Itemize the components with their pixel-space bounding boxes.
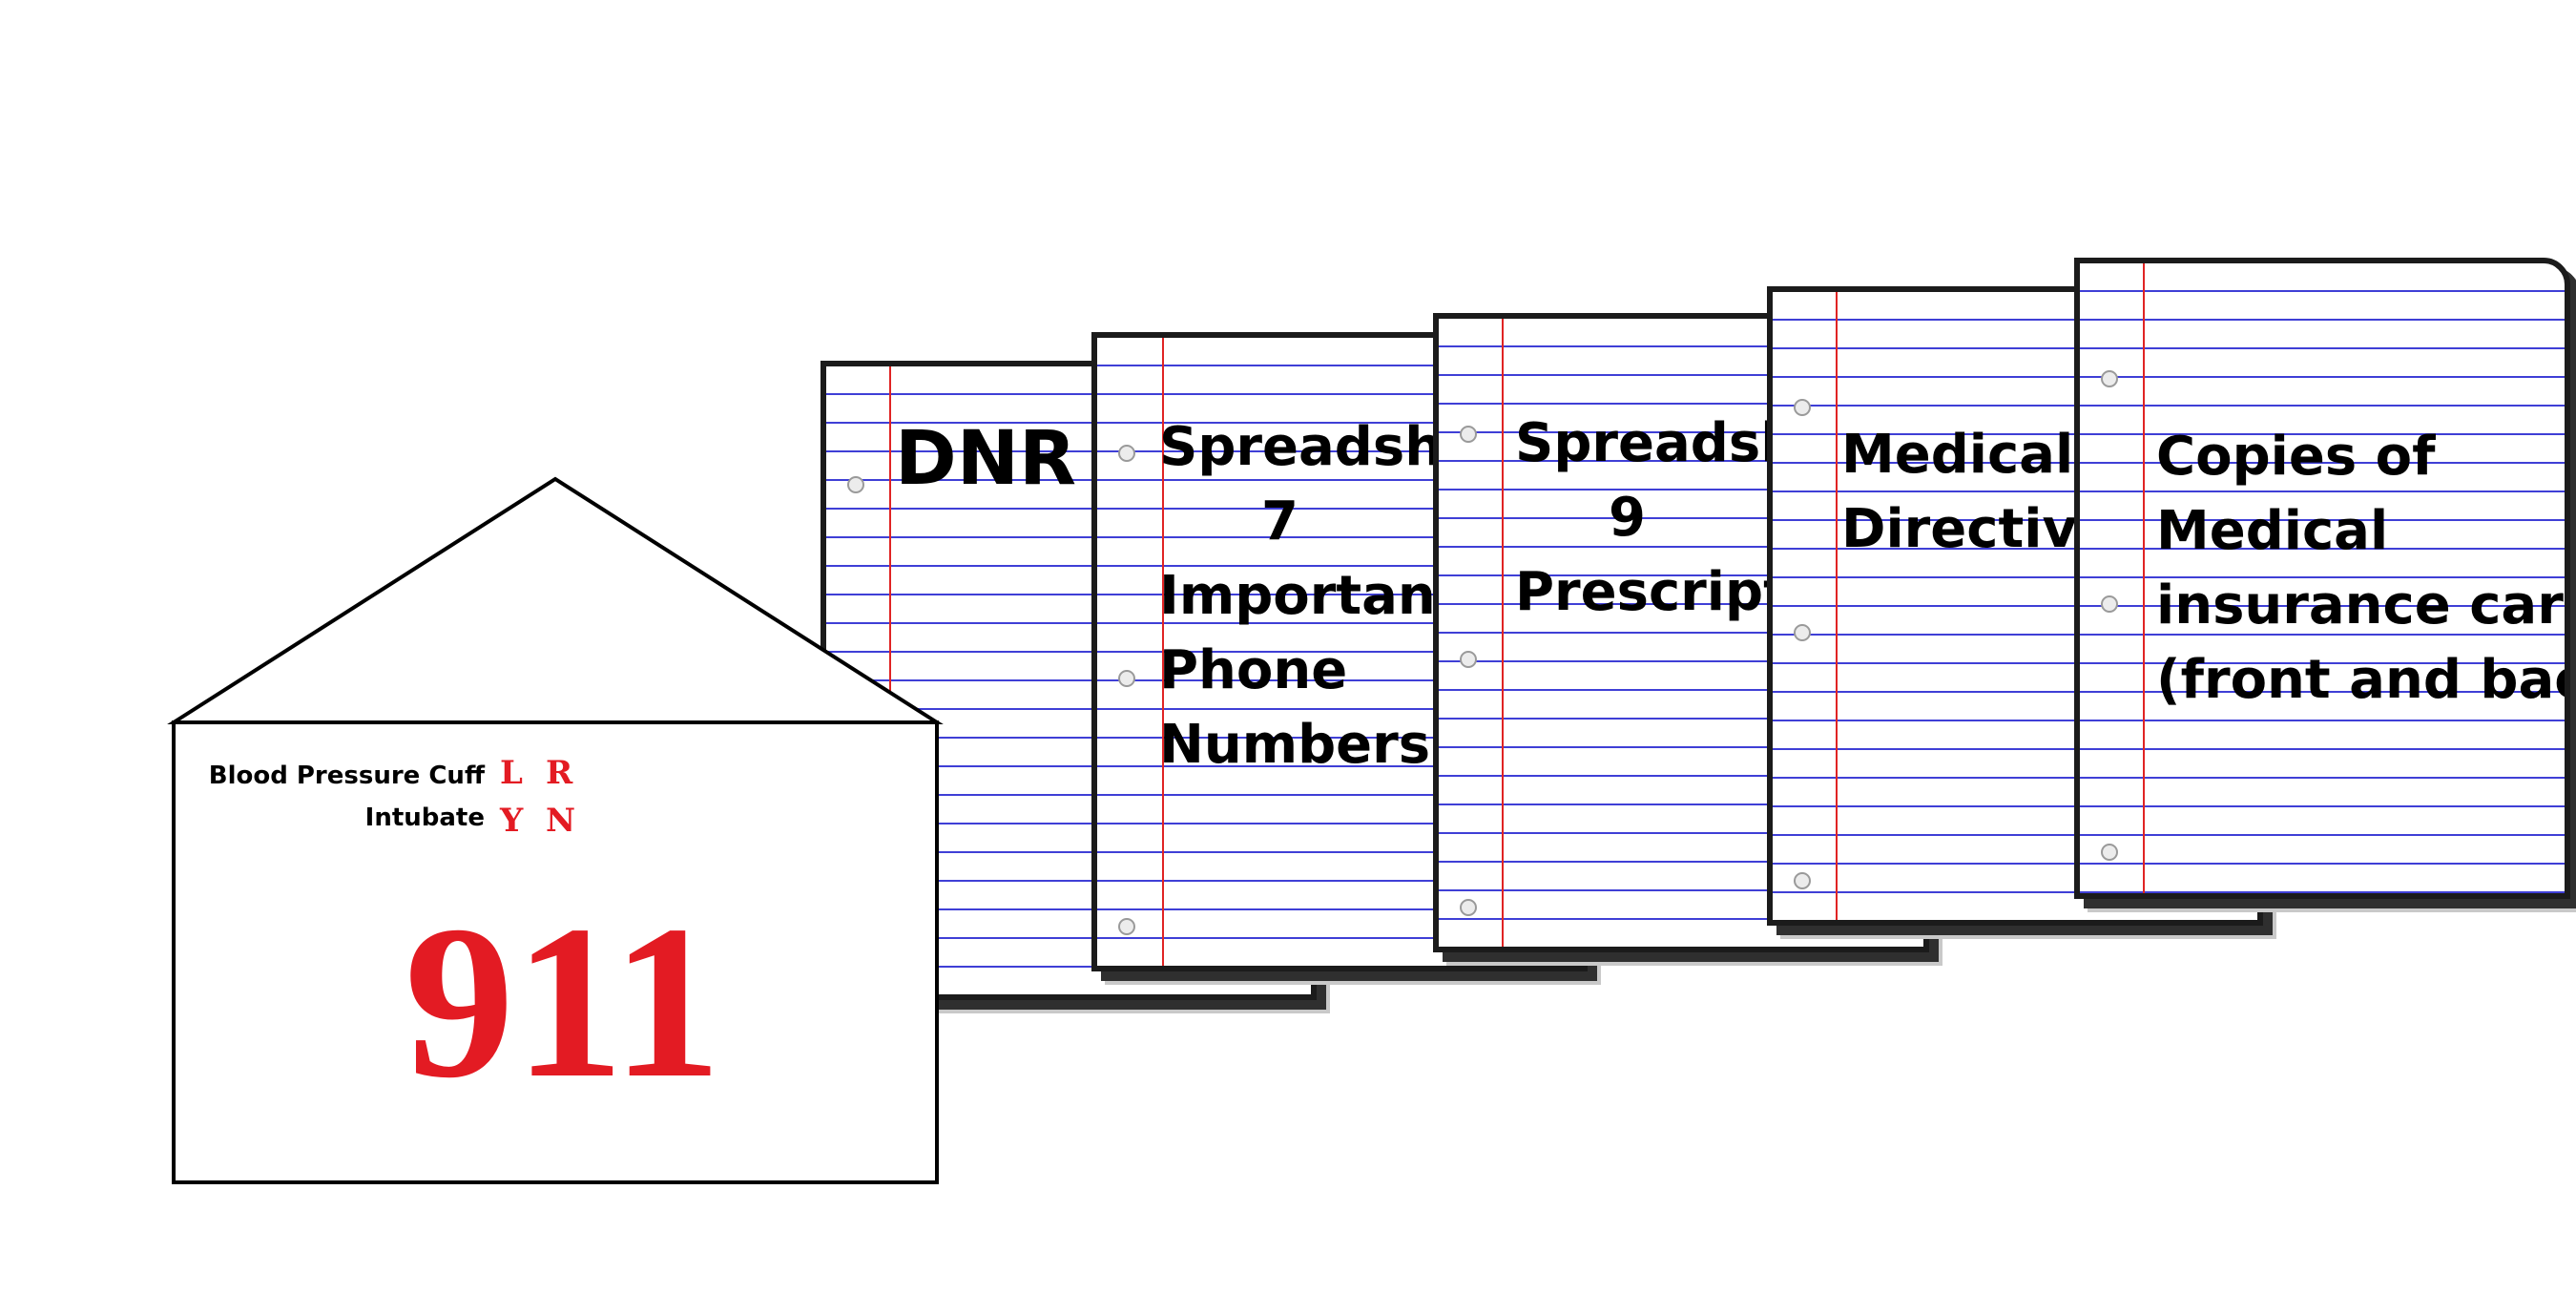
binder-hole xyxy=(1118,445,1135,462)
emergency-number: 911 xyxy=(405,880,722,1123)
page-text-medical-directive-line-1: Medical xyxy=(1841,424,2074,486)
margin-line xyxy=(889,366,891,994)
blood-pressure-cuff-label: Blood Pressure Cuff xyxy=(208,762,485,790)
binder-hole xyxy=(1118,918,1135,935)
notebook-page-insurance-cards: Copies of Medical insurance cards (front… xyxy=(2074,258,2570,899)
page-text-spreadsheet-9-line-3: Prescripti xyxy=(1515,561,1808,623)
intubate-option-no: N xyxy=(546,802,576,840)
intubate-label: Intubate xyxy=(364,804,485,832)
blood-pressure-option-left: L xyxy=(500,754,523,792)
page-text-spreadsheet-7-line-1: Spreadshe xyxy=(1159,416,1480,478)
blood-pressure-option-right: R xyxy=(546,754,573,792)
binder-hole xyxy=(2101,844,2118,861)
envelope-flap xyxy=(167,476,944,724)
binder-hole xyxy=(1460,426,1477,443)
page-text-dnr-line-1: DNR xyxy=(895,416,1077,502)
margin-line xyxy=(1162,338,1164,966)
page-text-spreadsheet-9-line-2: 9 xyxy=(1609,487,1646,549)
binder-hole xyxy=(1794,399,1811,416)
margin-line xyxy=(1502,319,1504,947)
page-text-medical-directive-line-2: Directive xyxy=(1841,498,2113,560)
envelope-body xyxy=(172,720,939,1184)
binder-hole xyxy=(1118,670,1135,687)
page-text-insurance-cards-line-4: (front and back) xyxy=(2156,649,2565,711)
binder-hole xyxy=(847,476,864,493)
intubate-option-yes: Y xyxy=(500,802,524,840)
page-text-insurance-cards-line-1: Copies of xyxy=(2156,426,2436,488)
page-text-spreadsheet-9-line-1: Spreadsh xyxy=(1515,412,1799,474)
page-text-insurance-cards-line-3: insurance cards xyxy=(2156,574,2565,637)
margin-line xyxy=(2143,263,2145,893)
page-text-spreadsheet-7-line-5: Numbers xyxy=(1159,714,1431,776)
page-text-insurance-cards-line-2: Medical xyxy=(2156,500,2389,562)
binder-hole xyxy=(2101,370,2118,387)
binder-hole xyxy=(1794,872,1811,889)
binder-hole xyxy=(2101,595,2118,613)
page-text-spreadsheet-7-line-2: 7 xyxy=(1261,490,1298,553)
binder-hole xyxy=(1460,899,1477,916)
page-text-spreadsheet-7-line-3: Important xyxy=(1159,565,1462,627)
binder-hole xyxy=(1794,624,1811,641)
binder-hole xyxy=(1460,651,1477,668)
margin-line xyxy=(1836,292,1838,920)
page-text-spreadsheet-7-line-4: Phone xyxy=(1159,639,1348,701)
